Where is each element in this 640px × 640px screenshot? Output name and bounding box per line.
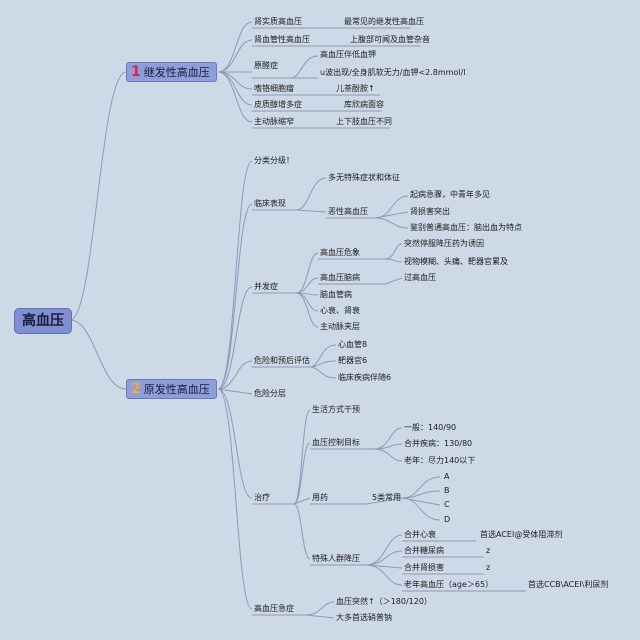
note-special-heart-failure[interactable]: 首选ACEI@受体阻滞剂 <box>480 530 563 539</box>
node-heart-renal-failure[interactable]: 心衰、肾衰 <box>320 306 360 315</box>
emergency-lines <box>252 601 335 619</box>
secondary-leaf-lines <box>252 27 420 129</box>
node-emergency[interactable]: 高血压急症 <box>254 604 294 613</box>
node-five-classes[interactable]: 5类常用 <box>372 493 402 502</box>
drug-class-c[interactable]: C <box>444 500 450 509</box>
note-malignant-2[interactable]: 肾损害突出 <box>410 207 450 216</box>
node-special-diabetes[interactable]: 合并糖尿病 <box>404 546 444 555</box>
node-special-populations[interactable]: 特殊人群降压 <box>312 554 360 563</box>
node-aortic-dissection[interactable]: 主动脉夹层 <box>320 322 360 331</box>
node-special-renal[interactable]: 合并肾损害 <box>404 563 444 572</box>
note-risk-1[interactable]: 心血管8 <box>338 340 368 349</box>
node-drugs[interactable]: 用药 <box>312 493 328 502</box>
note-risk-3[interactable]: 临床疾病伴随6 <box>338 373 392 382</box>
node-malignant[interactable]: 恶性高血压 <box>328 207 368 216</box>
note-encephalopathy[interactable]: 过高血压 <box>404 273 436 282</box>
clinical-lines <box>252 177 409 229</box>
node-special-elderly[interactable]: 老年高血压（age＞65） <box>404 580 494 589</box>
drug-class-d[interactable]: D <box>444 515 451 524</box>
node-cushing[interactable]: 皮质醇增多症 <box>254 100 302 109</box>
node-complications[interactable]: 并发症 <box>254 282 278 291</box>
note-aldosteronism-1[interactable]: 高血压伴低血钾 <box>320 50 376 59</box>
node-encephalopathy[interactable]: 高血压脑病 <box>320 273 360 282</box>
note-pheochromocytoma[interactable]: 儿茶酚胺↑ <box>336 84 375 93</box>
note-malignant-3[interactable]: 鉴别普通高血压：脑出血为特点 <box>410 223 522 232</box>
node-risk-stratification[interactable]: 危险分层 <box>254 389 286 398</box>
node-renovascular[interactable]: 肾血管性高血压 <box>254 35 310 44</box>
node-lifestyle[interactable]: 生活方式干预 <box>312 405 360 414</box>
node-cerebrovascular[interactable]: 脑血管病 <box>320 290 352 299</box>
node-special-heart-failure[interactable]: 合并心衰 <box>404 530 436 539</box>
treatment-lines <box>252 409 311 560</box>
note-special-renal[interactable]: z <box>486 563 491 572</box>
note-target-1[interactable]: 一般：140/90 <box>404 423 457 432</box>
root-node[interactable]: 高血压 <box>14 308 72 334</box>
note-special-diabetes[interactable]: z <box>486 546 491 555</box>
note-emergency-1[interactable]: 血压突然↑（＞180/120） <box>336 597 432 606</box>
branch-number-2: 2 <box>131 381 141 397</box>
note-crisis-1[interactable]: 突然停服降压药为诱因 <box>404 239 484 248</box>
note-special-elderly[interactable]: 首选CCB\ACEI\利尿剂 <box>528 580 609 589</box>
drug-class-b[interactable]: B <box>444 486 450 495</box>
branch-label: 继发性高血压 <box>143 66 210 79</box>
note-coarctation[interactable]: 上下肢血压不同 <box>336 117 392 126</box>
note-renal-parenchymal[interactable]: 最常见的继发性高血压 <box>344 17 424 26</box>
note-crisis-2[interactable]: 视物模糊、头痛、靶器官累及 <box>404 257 508 266</box>
note-malignant-1[interactable]: 起病急骤，中青年多见 <box>410 190 490 199</box>
node-risk-assessment[interactable]: 危险和预后评估 <box>254 356 310 365</box>
branch-number-1: 1 <box>131 64 141 80</box>
drug-class-a[interactable]: A <box>444 472 450 481</box>
special-lines <box>310 534 526 592</box>
node-treatment[interactable]: 治疗 <box>254 493 270 502</box>
note-aldosteronism-2[interactable]: u波出现/全身肌软无力/血钾<2.8mmol/l <box>320 68 466 77</box>
note-cushing[interactable]: 库欣病面容 <box>344 100 384 109</box>
drug-lines <box>310 476 441 521</box>
node-clinical[interactable]: 临床表现 <box>254 199 286 208</box>
branch1-children <box>217 21 253 123</box>
node-no-symptoms[interactable]: 多无特殊症状和体征 <box>328 173 400 182</box>
node-bp-target[interactable]: 血压控制目标 <box>312 438 360 447</box>
target-lines <box>310 427 403 462</box>
branch2-children <box>217 160 253 610</box>
note-risk-2[interactable]: 靶器官6 <box>338 356 368 365</box>
node-crisis[interactable]: 高血压危象 <box>320 248 360 257</box>
node-aldosteronism[interactable]: 原醛症 <box>254 61 278 70</box>
node-grading[interactable]: 分类分级！ <box>254 156 294 165</box>
note-renovascular[interactable]: 上腹部可闻及血管杂音 <box>350 35 430 44</box>
note-target-3[interactable]: 老年：尽力140以下 <box>404 456 476 465</box>
branch-label: 原发性高血压 <box>143 383 210 396</box>
root-to-branch-1 <box>69 71 127 321</box>
root-to-branch-2 <box>69 319 127 390</box>
node-pheochromocytoma[interactable]: 嗜铬细胞瘤 <box>254 84 294 93</box>
node-coarctation[interactable]: 主动脉缩窄 <box>254 117 294 126</box>
note-target-2[interactable]: 合并疾病：130/80 <box>404 439 473 448</box>
risk-lines <box>252 344 337 379</box>
note-emergency-2[interactable]: 大多首选硝普钠 <box>336 613 392 622</box>
complication-lines <box>252 243 403 328</box>
node-renal-parenchymal[interactable]: 肾实质高血压 <box>254 17 302 26</box>
